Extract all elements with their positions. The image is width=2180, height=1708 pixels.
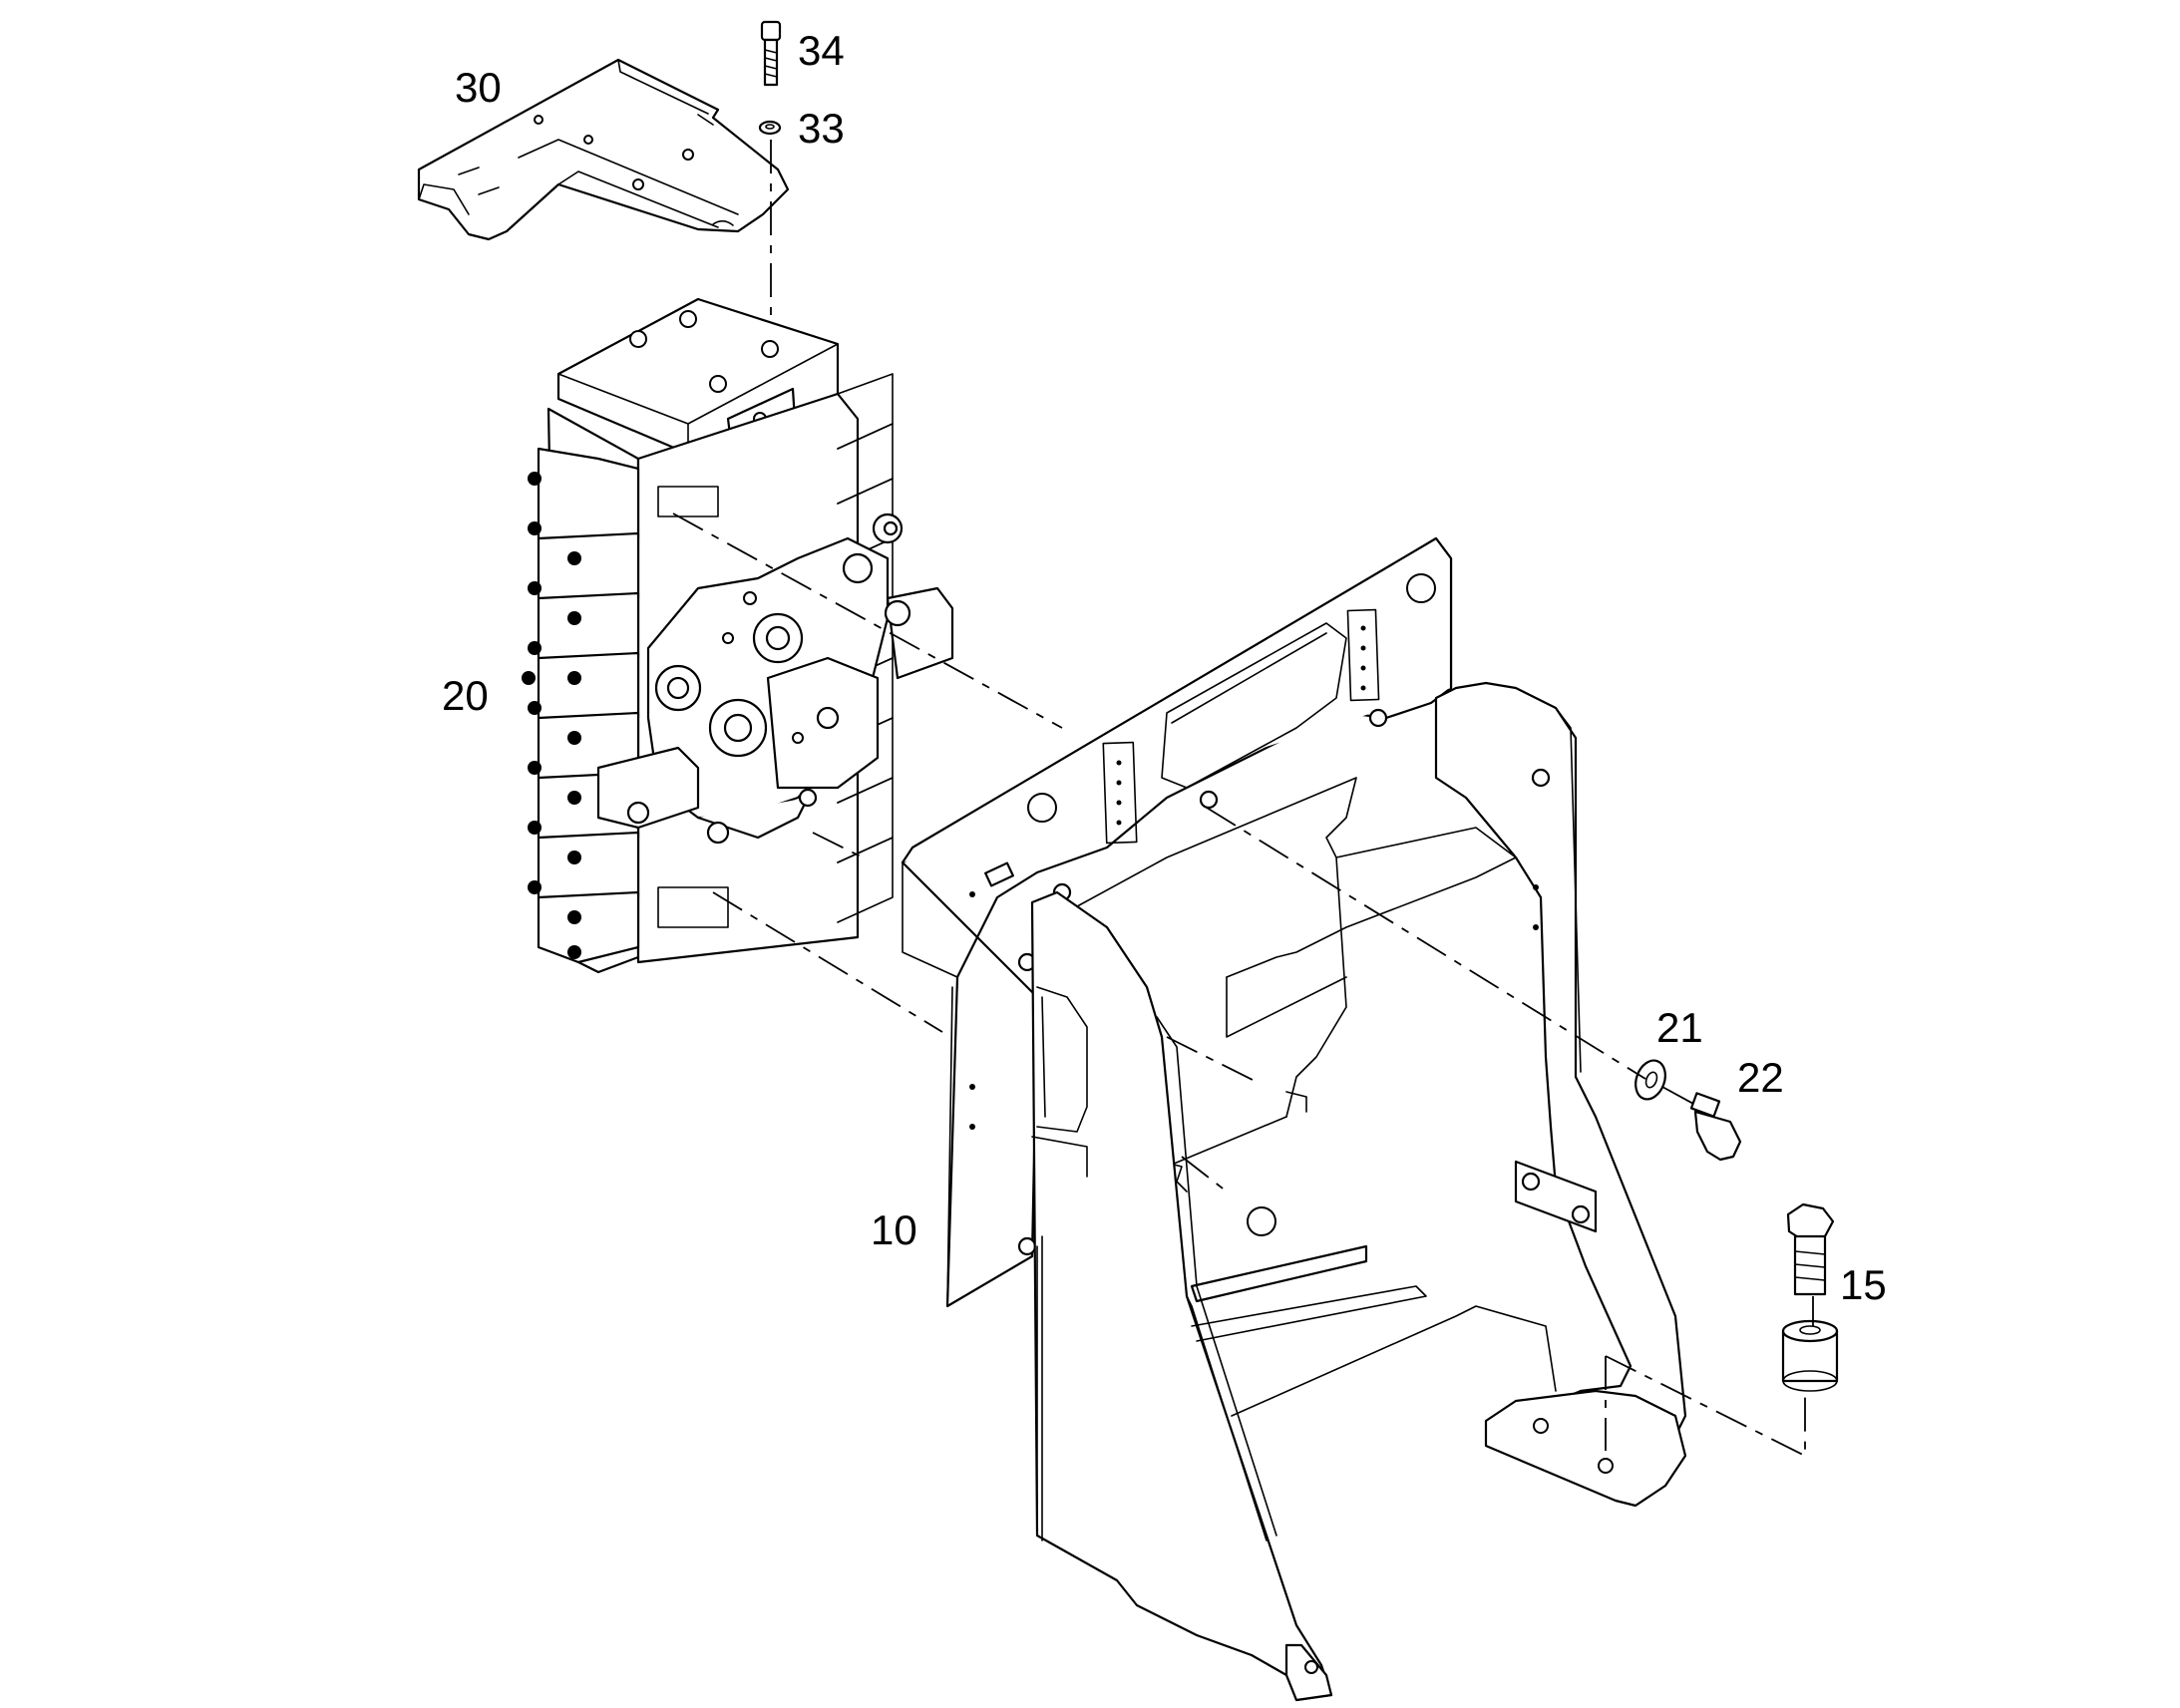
spacer-part-15 [1781, 1319, 1839, 1392]
assembly-lines [672, 512, 1814, 1458]
washer-part-21 [1635, 1059, 1666, 1101]
coil-bolt-heads [522, 472, 581, 959]
actuator-assembly [596, 512, 904, 845]
callout-34: 34 [798, 27, 845, 74]
callout-10: 10 [871, 1206, 917, 1253]
washer-part-33 [758, 120, 782, 136]
bolt-part-34 [760, 20, 782, 87]
callout-22: 22 [1737, 1054, 1784, 1101]
callout-20: 20 [442, 672, 489, 719]
bracket-part-30 [417, 58, 790, 241]
callout-15: 15 [1840, 1261, 1887, 1308]
callout-33: 33 [798, 105, 845, 152]
frame-part-10 [901, 536, 1687, 1702]
valve-block-part-20 [522, 297, 954, 974]
callout-21: 21 [1656, 1004, 1703, 1051]
bolt-part-15 [1786, 1202, 1835, 1296]
pin-dots [1116, 625, 1366, 826]
callout-30: 30 [455, 64, 502, 111]
solenoid-coils [537, 447, 640, 964]
bolt-part-22 [1689, 1092, 1742, 1162]
